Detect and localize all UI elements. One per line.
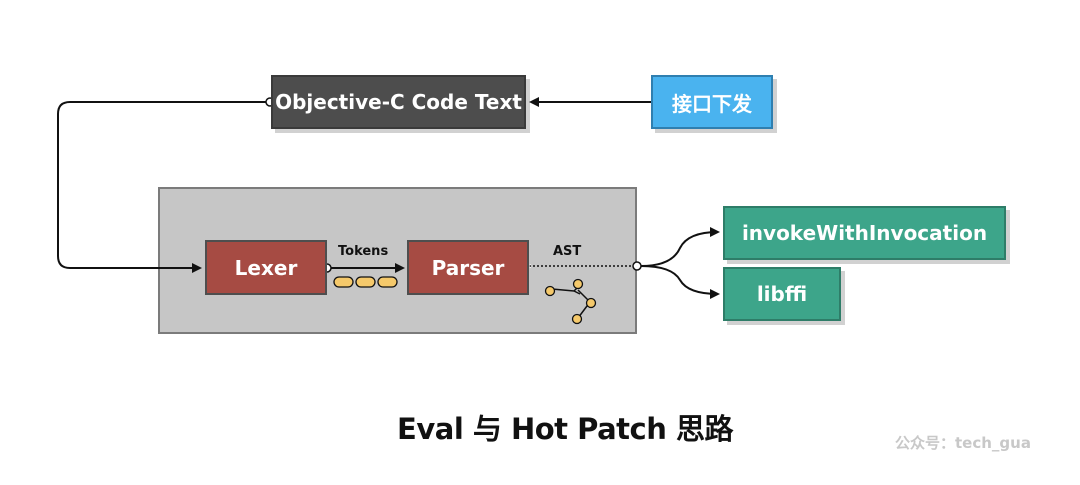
ast-node xyxy=(544,285,556,297)
ast-node xyxy=(572,278,584,290)
token-pill xyxy=(333,276,354,288)
ast-node xyxy=(585,297,597,309)
ast-node xyxy=(571,313,583,325)
parser-box: Parser xyxy=(407,240,529,295)
token-pill xyxy=(355,276,376,288)
output-junction-dot xyxy=(632,261,642,271)
diagram-title: Eval 与 Hot Patch 思路 xyxy=(397,412,733,446)
invoke-with-invocation-box: invokeWithInvocation xyxy=(723,206,1006,260)
to-libffi-arrow xyxy=(640,265,720,299)
watermark: 公众号：tech_gua xyxy=(895,434,1031,452)
ast-label: AST xyxy=(553,244,582,259)
libffi-box: libffi xyxy=(723,267,841,321)
lexer-box: Lexer xyxy=(205,240,327,295)
code-to-lexer-arrow xyxy=(57,101,269,273)
tokens-label: Tokens xyxy=(338,244,389,259)
code-text-box: Objective-C Code Text xyxy=(271,75,526,129)
ast-tree-icon xyxy=(544,278,597,325)
token-pill xyxy=(377,276,398,288)
api-delivery-box: 接口下发 xyxy=(651,75,773,129)
to-invoke-arrow xyxy=(640,227,720,267)
